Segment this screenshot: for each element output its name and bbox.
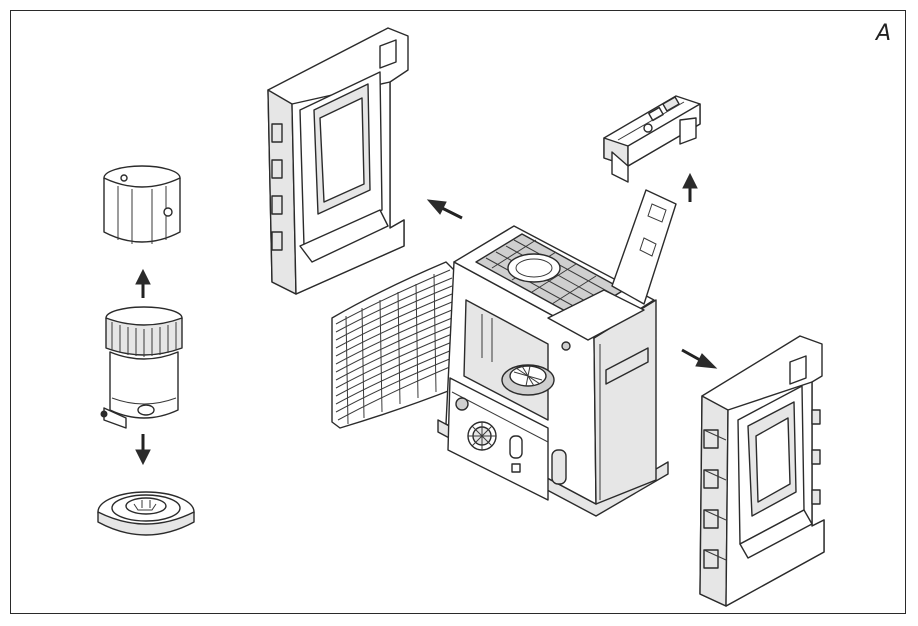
panel-label: A (875, 21, 891, 46)
heater-body (437, 189, 677, 517)
burner-assembly (100, 306, 183, 429)
fan-grille (331, 261, 457, 429)
arrow-burner-top-cap (135, 268, 151, 298)
arrow-left-side-panel (426, 199, 463, 220)
arrow-burner-base-ring (135, 434, 151, 466)
burner-base-ring (97, 491, 195, 536)
arrow-right-side-panel (681, 348, 718, 369)
left-side-panel (267, 27, 409, 295)
arrow-control-module (682, 172, 698, 202)
burner-top-cap (103, 165, 181, 244)
control-module (603, 95, 701, 183)
right-side-panel (699, 335, 825, 607)
